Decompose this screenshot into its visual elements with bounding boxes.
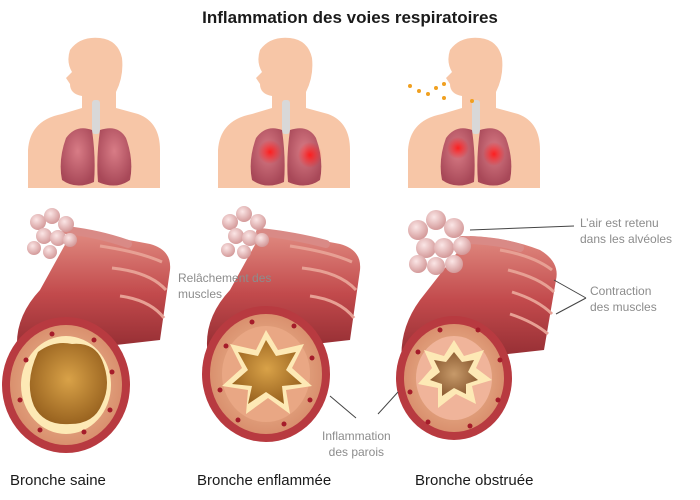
alveoli-inflamed <box>221 206 330 259</box>
torso-inflamed <box>218 37 350 188</box>
alveoli-healthy <box>27 208 132 259</box>
annotation-relachement: Relâchement des muscles <box>178 271 272 301</box>
torso-obstructed <box>408 37 540 188</box>
annotation-air-retenu: L’air est retenu dans les alvéoles <box>580 216 673 246</box>
particles <box>408 82 474 103</box>
annotation-inflammation: Inflammation des parois <box>322 429 391 459</box>
leader-lines <box>329 225 587 419</box>
bronchus-obstructed <box>396 236 557 440</box>
bronchus-healthy <box>2 232 171 453</box>
bronchus-inflamed <box>202 232 361 442</box>
page-title: Inflammation des voies respiratoires <box>202 8 498 27</box>
alveoli-obstructed <box>408 210 524 275</box>
torso-healthy <box>28 37 160 188</box>
annotation-contraction: Contraction des muscles <box>590 284 657 314</box>
caption-inflamed: Bronche enflammée <box>197 472 332 489</box>
caption-healthy: Bronche saine <box>10 472 106 489</box>
caption-obstructed: Bronche obstruée <box>415 472 534 489</box>
